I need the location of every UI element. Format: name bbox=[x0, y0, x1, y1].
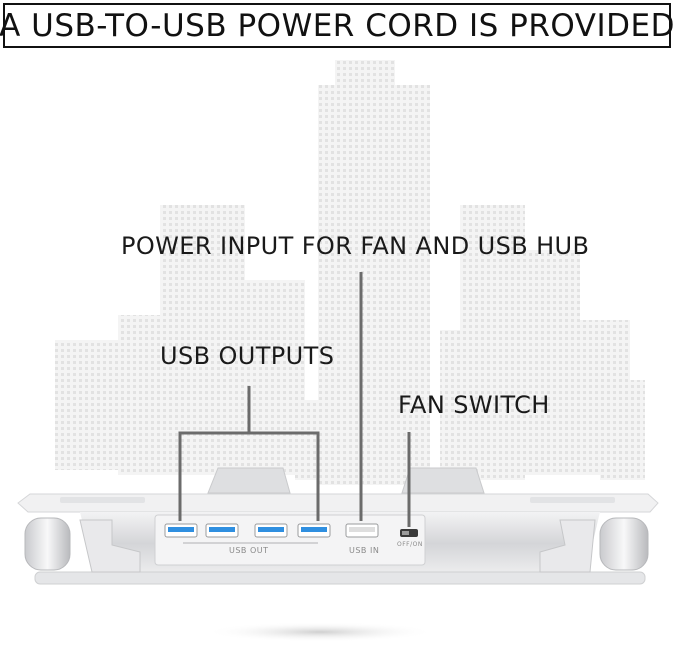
callout-lines bbox=[178, 272, 411, 527]
power-input-callout: POWER INPUT FOR FAN AND USB HUB bbox=[121, 232, 590, 260]
city-skyline-background bbox=[55, 60, 645, 485]
fan-switch-callout: FAN SWITCH bbox=[398, 391, 550, 419]
floor-shadow bbox=[205, 622, 435, 642]
headline-banner: A USB-TO-USB POWER CORD IS PROVIDED bbox=[0, 3, 674, 48]
headline-text: A USB-TO-USB POWER CORD IS PROVIDED bbox=[0, 7, 675, 44]
usb-out-label: USB OUT bbox=[229, 546, 269, 555]
usb-outputs-callout: USB OUTPUTS bbox=[160, 342, 335, 370]
switch-label: OFF/ON bbox=[397, 541, 423, 548]
laptop-stand bbox=[17, 467, 659, 585]
usb-in-label: USB IN bbox=[349, 546, 380, 555]
usb-ports bbox=[164, 523, 418, 538]
